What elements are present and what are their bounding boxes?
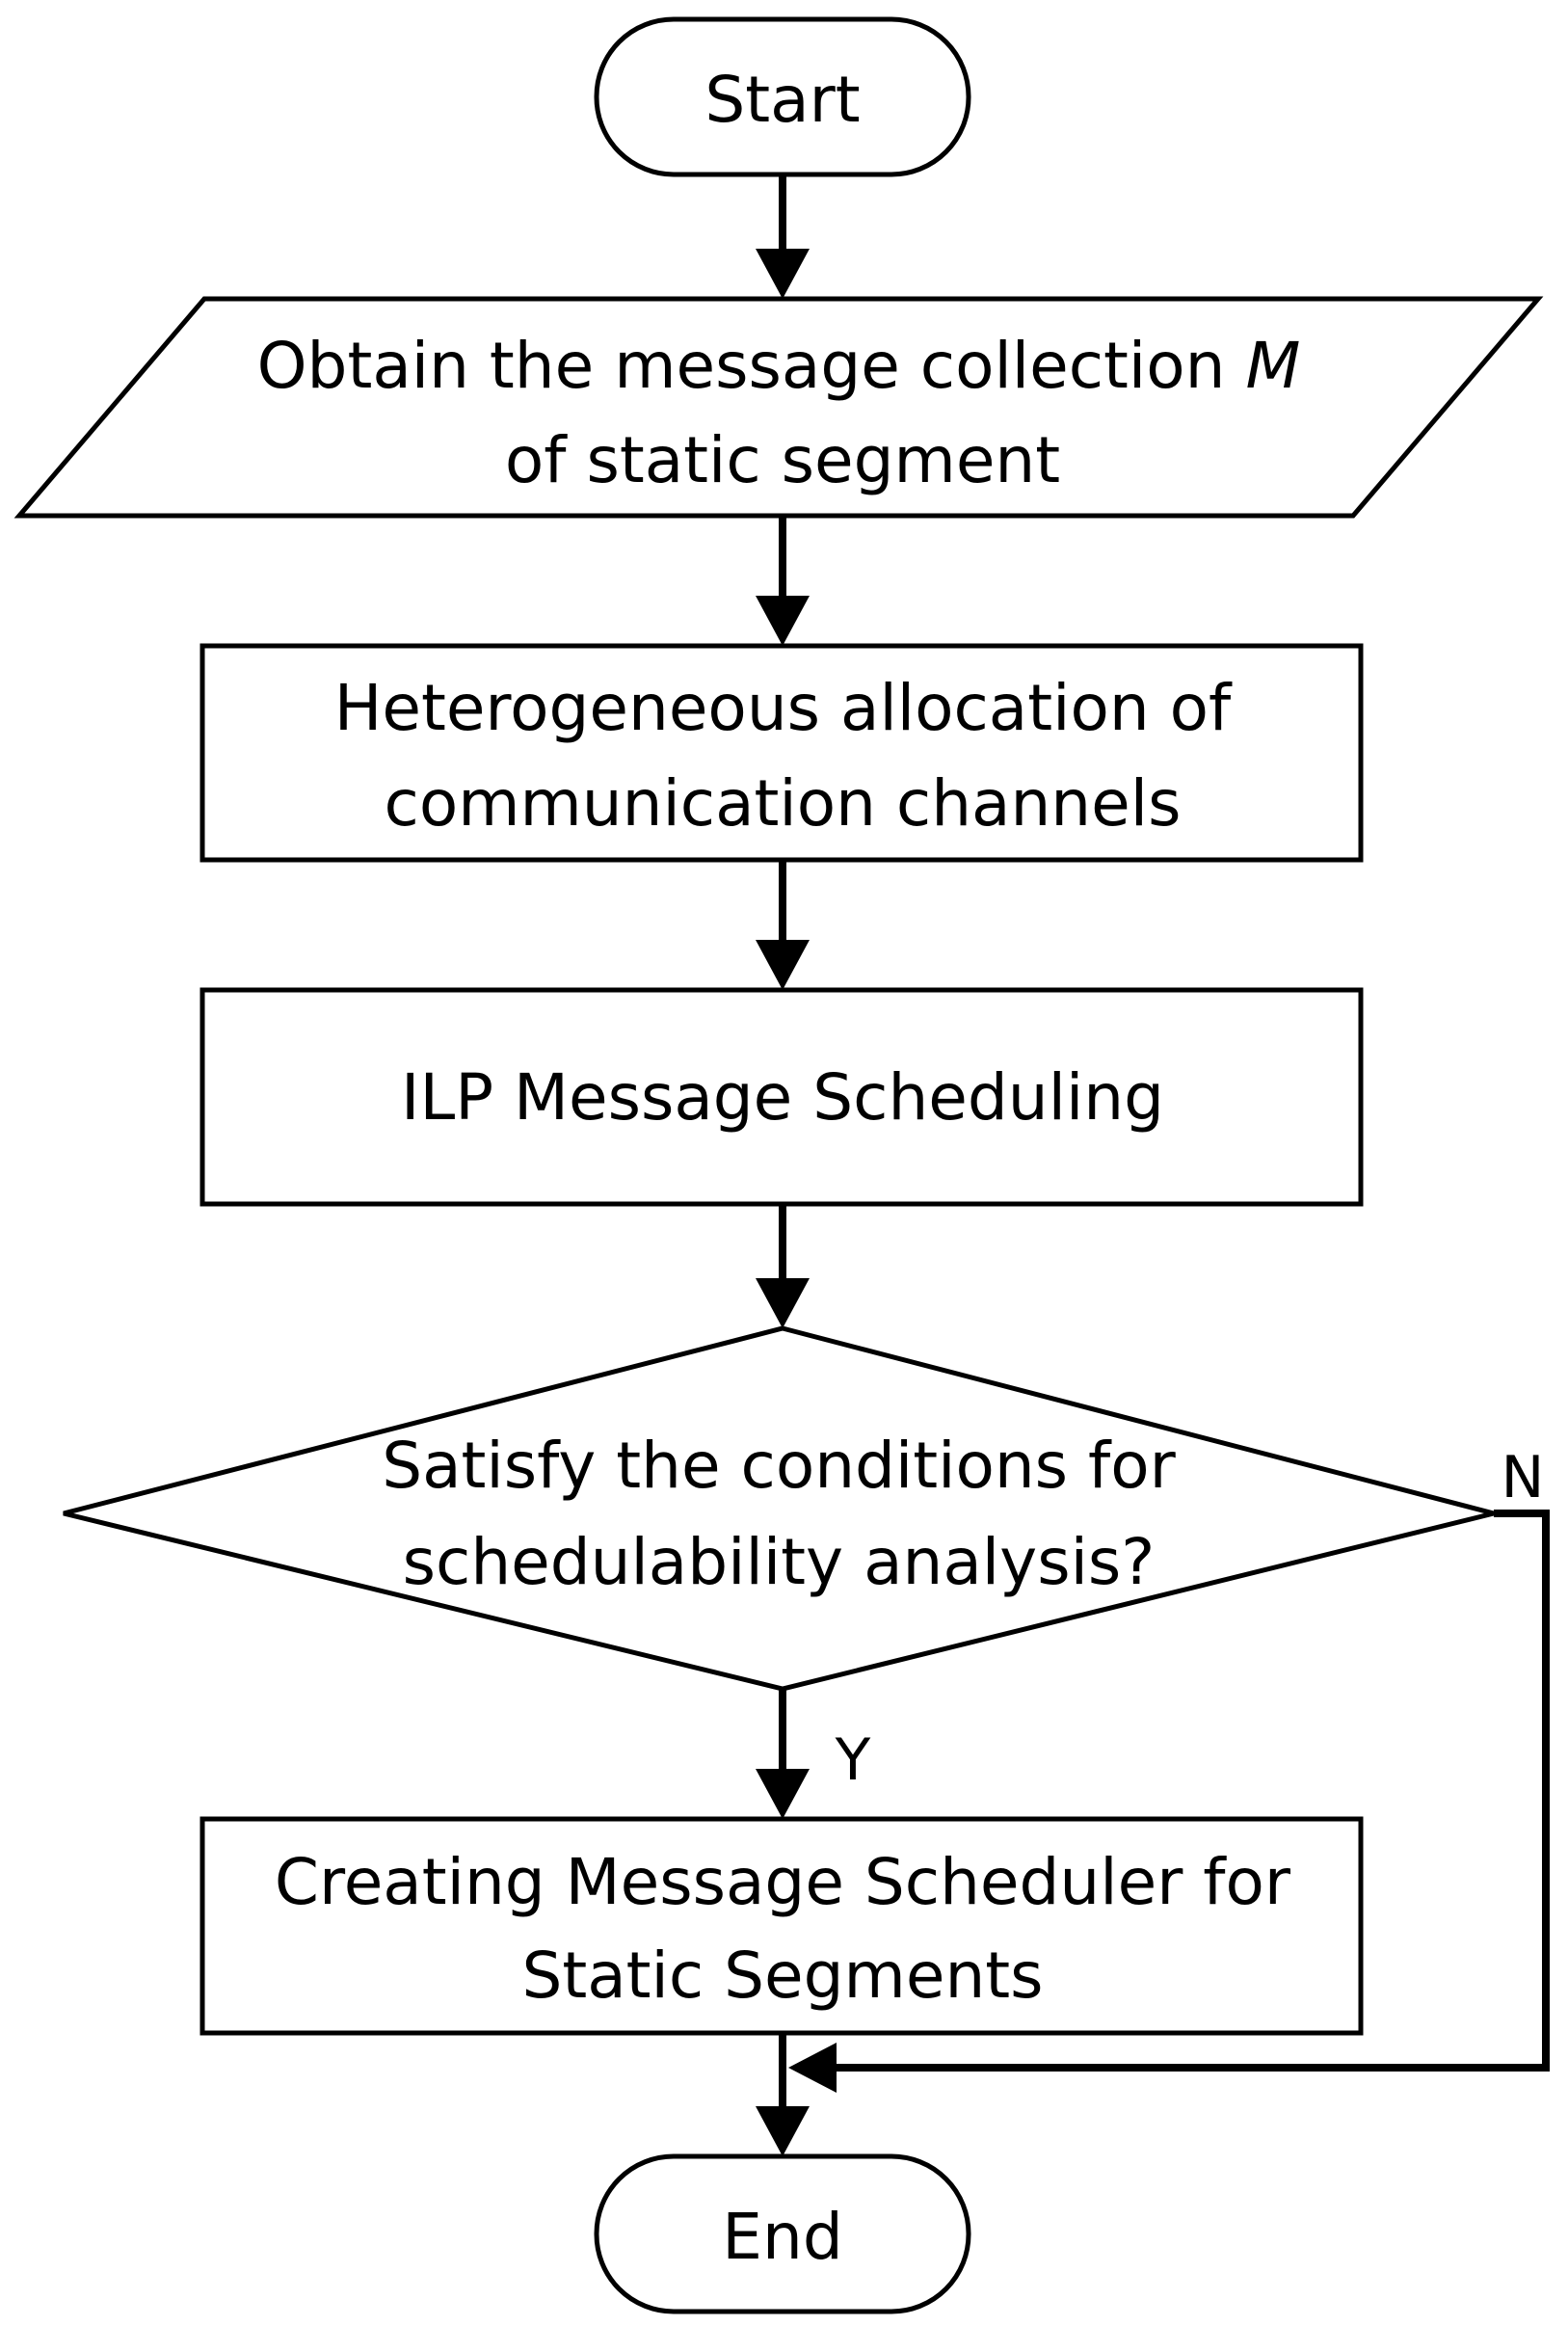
- arrow-scheduling-to-decision: [756, 1204, 810, 1328]
- end-node: End: [594, 2153, 971, 2314]
- input-label-line1: Obtain the message collection M: [257, 329, 1301, 403]
- input-label-line2: of static segment: [505, 423, 1060, 497]
- scheduling-label: ILP Message Scheduling: [401, 1060, 1164, 1135]
- arrow-creator-to-end: [756, 2033, 810, 2156]
- decision-label-line2: schedulability analysis?: [403, 1525, 1156, 1599]
- decision-label-line1: Satisfy the conditions for: [382, 1429, 1176, 1503]
- arrow-decision-no: N: [788, 1444, 1550, 2093]
- input-node: Obtain the message collection M of stati…: [13, 296, 1544, 519]
- allocation-node: Heterogeneous allocation of communicatio…: [199, 643, 1364, 863]
- input-label-text: Obtain the message collection: [257, 329, 1246, 403]
- creator-label-line2: Static Segments: [521, 1938, 1043, 2013]
- creator-node: Creating Message Scheduler for Static Se…: [199, 1816, 1364, 2036]
- allocation-label-line2: communication channels: [385, 766, 1182, 841]
- scheduling-node: ILP Message Scheduling: [199, 987, 1364, 1207]
- start-node: Start: [594, 16, 971, 177]
- allocation-label-line1: Heterogeneous allocation of: [334, 671, 1233, 745]
- input-variable-m: M: [1245, 329, 1300, 403]
- branch-no-label: N: [1502, 1444, 1545, 1511]
- creator-label-line1: Creating Message Scheduler for: [275, 1845, 1291, 1919]
- branch-yes-label: Y: [835, 1726, 871, 1794]
- arrow-decision-yes: Y: [756, 1689, 871, 1819]
- arrow-start-to-input: [756, 174, 810, 299]
- decision-node: Satisfy the conditions for schedulabilit…: [63, 1325, 1495, 1692]
- arrow-input-to-allocation: [756, 516, 810, 646]
- start-label: Start: [704, 63, 860, 137]
- arrow-allocation-to-scheduling: [756, 860, 810, 990]
- end-label: End: [722, 2200, 842, 2274]
